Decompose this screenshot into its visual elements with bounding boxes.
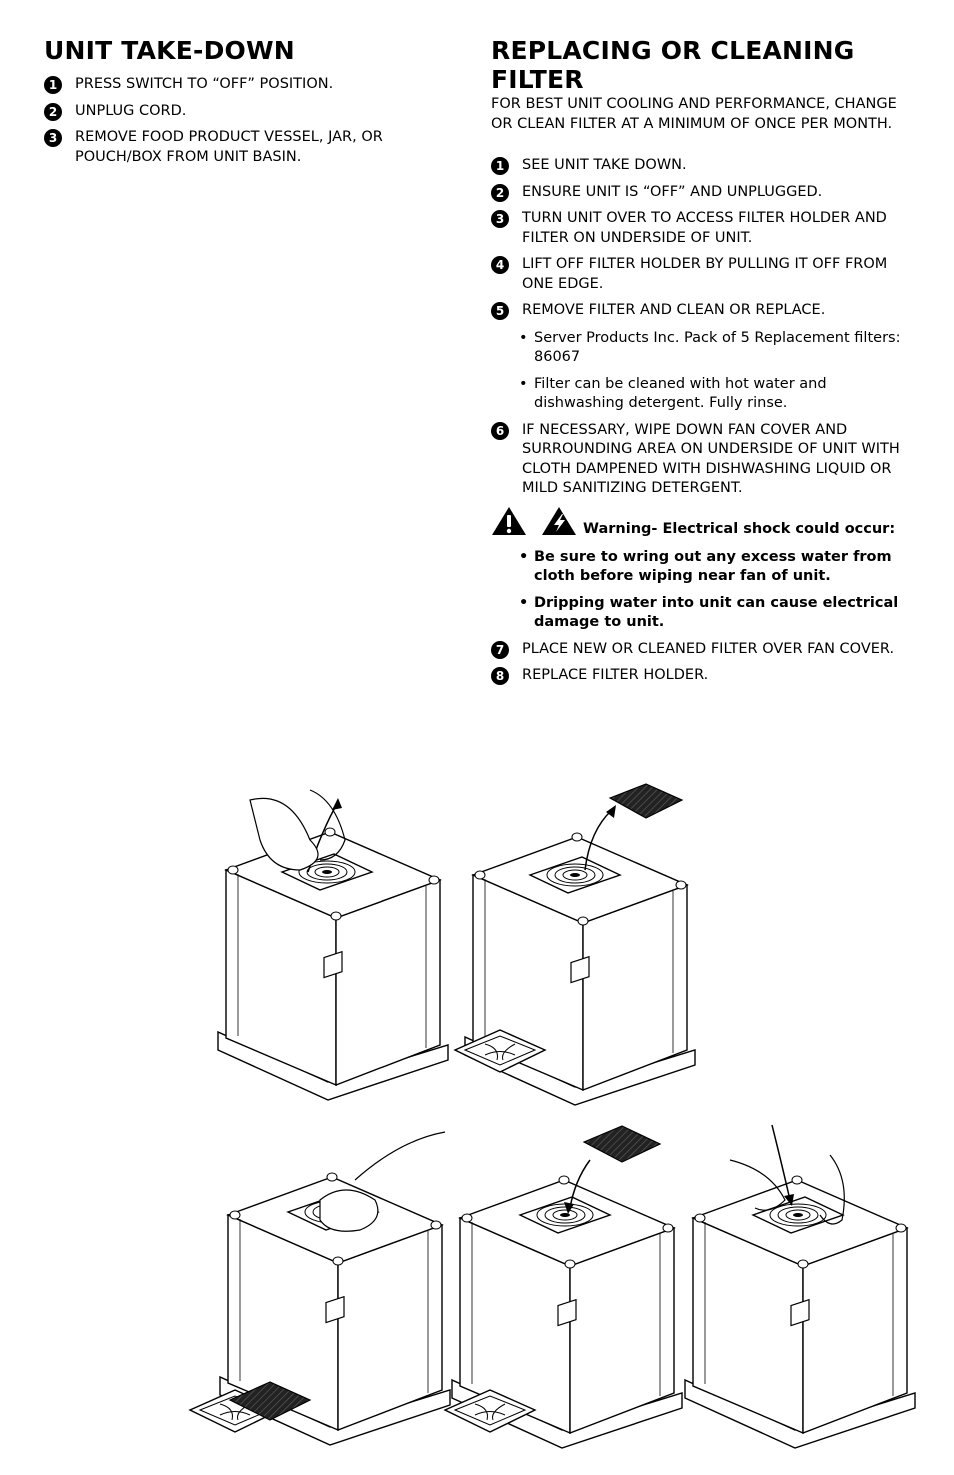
- step-number-badge: 3: [491, 210, 509, 228]
- warning-bullet: Be sure to wring out any excess water fr…: [518, 548, 921, 587]
- step-text: UNPLUG CORD.: [75, 102, 187, 119]
- step-text: IF NECESSARY, WIPE DOWN FAN COVER AND SU…: [522, 421, 900, 497]
- warning-line: Warning- Electrical shock could occur:: [491, 506, 921, 542]
- filter-steps: 1 SEE UNIT TAKE DOWN. 2 ENSURE UNIT IS “…: [491, 156, 921, 686]
- filter-step: 2 ENSURE UNIT IS “OFF” AND UNPLUGGED.: [491, 183, 921, 203]
- step-number-badge: 1: [44, 76, 62, 94]
- step-text: PLACE NEW OR CLEANED FILTER OVER FAN COV…: [522, 640, 895, 657]
- filter-step: 5 REMOVE FILTER AND CLEAN OR REPLACE. Se…: [491, 301, 921, 414]
- filter-step: 4 LIFT OFF FILTER HOLDER BY PULLING IT O…: [491, 255, 921, 294]
- filter-section: REPLACING OR CLEANING FILTER FOR BEST UN…: [491, 36, 921, 693]
- step-number-badge: 1: [491, 157, 509, 175]
- filter-step: 3 TURN UNIT OVER TO ACCESS FILTER HOLDER…: [491, 209, 921, 248]
- step-text: ENSURE UNIT IS “OFF” AND UNPLUGGED.: [522, 183, 823, 200]
- illustration-svg: [189, 783, 916, 1449]
- filter-step: 7 PLACE NEW OR CLEANED FILTER OVER FAN C…: [491, 640, 921, 660]
- step-illustration-place-filter: [444, 1125, 683, 1449]
- unit-take-down-section: UNIT TAKE-DOWN 1 PRESS SWITCH TO “OFF” P…: [44, 36, 444, 174]
- step-number-badge: 2: [44, 102, 62, 121]
- step-illustration-wipe-fan: [189, 1131, 451, 1446]
- step-text: TURN UNIT OVER TO ACCESS FILTER HOLDER A…: [522, 210, 887, 246]
- filter-heading: REPLACING OR CLEANING FILTER: [491, 36, 855, 94]
- step-illustration-replace-holder: [684, 1124, 916, 1449]
- step-number-badge: 5: [491, 302, 509, 320]
- step-text: PRESS SWITCH TO “OFF” POSITION.: [75, 76, 334, 92]
- filter-replacement-illustration: [170, 760, 930, 1460]
- electrical-shock-warning-icon: [542, 506, 576, 535]
- step-number-badge: 3: [44, 129, 62, 147]
- step-text: REMOVE FILTER AND CLEAN OR REPLACE.: [522, 302, 826, 318]
- filter-intro: FOR BEST UNIT COOLING AND PERFORMANCE, C…: [491, 96, 897, 132]
- step-number-badge: 7: [491, 640, 509, 659]
- bullet-item: Server Products Inc. Pack of 5 Replaceme…: [518, 329, 921, 368]
- unit-take-down-heading: UNIT TAKE-DOWN: [44, 36, 295, 65]
- take-down-step: 1 PRESS SWITCH TO “OFF” POSITION.: [44, 75, 444, 95]
- warning-bullet: Dripping water into unit can cause elect…: [518, 594, 921, 633]
- step-number-badge: 2: [491, 183, 509, 202]
- warning-block: Warning- Electrical shock could occur: B…: [491, 506, 921, 633]
- take-down-step: 2 UNPLUG CORD.: [44, 102, 444, 122]
- step-number-badge: 6: [491, 421, 509, 440]
- warning-heading: Warning- Electrical shock could occur:: [583, 520, 896, 537]
- take-down-steps: 1 PRESS SWITCH TO “OFF” POSITION. 2 UNPL…: [44, 75, 444, 167]
- warning-bullets: Be sure to wring out any excess water fr…: [518, 548, 921, 633]
- filter-step: 1 SEE UNIT TAKE DOWN.: [491, 156, 921, 176]
- exclamation-warning-icon: [492, 506, 526, 535]
- filter-step: 6 IF NECESSARY, WIPE DOWN FAN COVER AND …: [491, 421, 921, 499]
- step-bullets: Server Products Inc. Pack of 5 Replaceme…: [518, 329, 921, 414]
- step-number-badge: 4: [491, 256, 509, 274]
- step-illustration-remove-filter: [454, 783, 696, 1106]
- step-text: SEE UNIT TAKE DOWN.: [522, 157, 687, 173]
- step-illustration-remove-holder: [217, 789, 449, 1101]
- step-text: LIFT OFF FILTER HOLDER BY PULLING IT OFF…: [522, 256, 888, 292]
- bullet-item: Filter can be cleaned with hot water and…: [518, 375, 921, 414]
- step-number-badge: 8: [491, 667, 509, 685]
- filter-step: 8 REPLACE FILTER HOLDER.: [491, 666, 921, 686]
- step-text: REPLACE FILTER HOLDER.: [522, 667, 709, 683]
- take-down-step: 3 REMOVE FOOD PRODUCT VESSEL, JAR, OR PO…: [44, 128, 444, 167]
- step-text: REMOVE FOOD PRODUCT VESSEL, JAR, OR POUC…: [75, 129, 383, 165]
